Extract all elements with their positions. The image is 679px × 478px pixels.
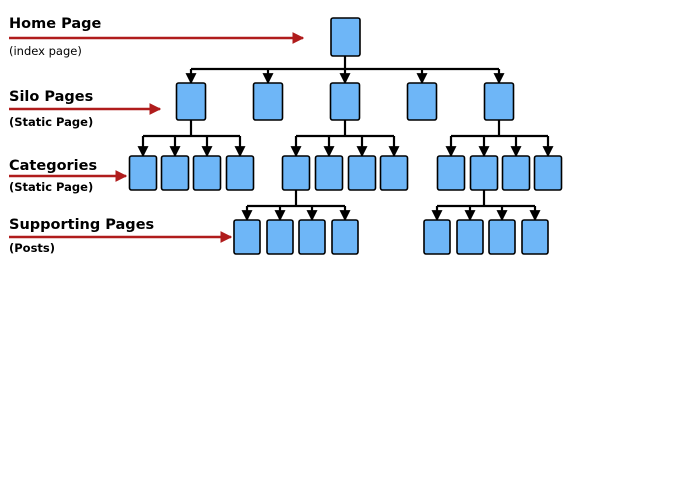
category-page-node bbox=[160, 155, 190, 191]
categories-subtitle: (Static Page) bbox=[9, 180, 94, 194]
category-page-node bbox=[128, 155, 158, 191]
silo-page-node bbox=[329, 82, 361, 121]
category-page-node bbox=[501, 155, 531, 191]
home-page-subtitle: (index page) bbox=[9, 44, 82, 58]
supporting-page-node bbox=[298, 219, 326, 255]
category-page-node bbox=[314, 155, 344, 191]
supporting-page-node bbox=[423, 219, 451, 255]
category-page-node bbox=[347, 155, 377, 191]
category-page-node bbox=[469, 155, 499, 191]
category-page-node bbox=[379, 155, 409, 191]
categories-title: Categories bbox=[9, 158, 98, 174]
supporting-page-node bbox=[233, 219, 261, 255]
category-page-node bbox=[436, 155, 466, 191]
silo-page-node bbox=[252, 82, 284, 121]
category-page-node bbox=[225, 155, 255, 191]
category-page-node bbox=[281, 155, 311, 191]
home-page-node bbox=[330, 17, 361, 57]
silo-pages-title: Silo Pages bbox=[9, 89, 94, 105]
silo-pages-subtitle: (Static Page) bbox=[9, 115, 94, 129]
supporting-page-node bbox=[331, 219, 359, 255]
home-page-title: Home Page bbox=[9, 16, 102, 32]
silo-page-node bbox=[483, 82, 515, 121]
supporting-page-node bbox=[521, 219, 549, 255]
category-page-node bbox=[192, 155, 222, 191]
supporting-page-node bbox=[456, 219, 484, 255]
supporting-page-node bbox=[488, 219, 516, 255]
category-page-node bbox=[533, 155, 563, 191]
supporting-pages-title: Supporting Pages bbox=[9, 217, 155, 233]
silo-page-node bbox=[175, 82, 207, 121]
silo-page-node bbox=[406, 82, 438, 121]
supporting-pages-subtitle: (Posts) bbox=[9, 241, 56, 255]
supporting-page-node bbox=[266, 219, 294, 255]
